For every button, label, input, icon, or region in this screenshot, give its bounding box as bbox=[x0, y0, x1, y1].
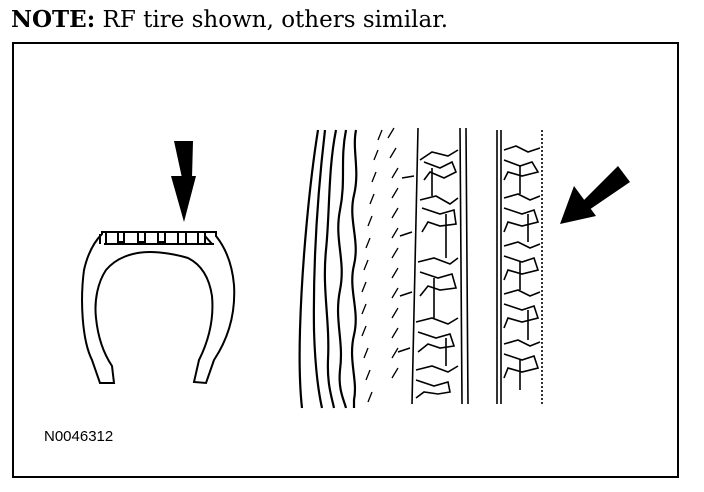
figure-id: N0046312 bbox=[44, 428, 114, 445]
tread-strip-right bbox=[496, 130, 543, 404]
note-label: NOTE: bbox=[11, 6, 96, 33]
tread-wear-dashes bbox=[361, 127, 399, 403]
illustration-frame bbox=[12, 42, 679, 478]
tire-sidewall bbox=[298, 129, 358, 409]
note-text: RF tire shown, others similar. bbox=[102, 7, 448, 33]
note-caption: NOTE: RF tire shown, others similar. bbox=[11, 6, 448, 34]
tread-strip-left bbox=[397, 127, 469, 405]
tire-cross-section bbox=[81, 231, 236, 385]
wear-indicator-arrow-icon bbox=[560, 166, 630, 224]
tread-arrow-icon bbox=[171, 141, 196, 222]
